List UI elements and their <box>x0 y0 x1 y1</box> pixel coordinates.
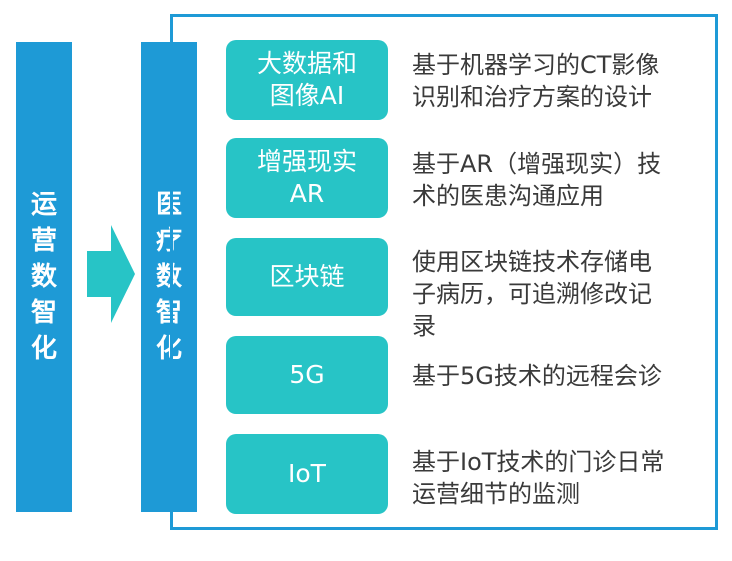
right-arrow-icon <box>87 225 135 323</box>
tech-box-blockchain: 区块链 <box>226 238 388 316</box>
tech-box-5g: 5G <box>226 336 388 414</box>
operations-digitalization-column: 运营数智化 <box>16 42 72 512</box>
tech-box-iot: IoT <box>226 434 388 514</box>
desc-5g: 基于5G技术的远程会诊 <box>412 362 662 390</box>
medical-digitalization-label: 医疗数智化 <box>155 190 182 364</box>
technology-frame <box>170 14 718 530</box>
desc-iot: 基于IoT技术的门诊日常 运营细节的监测 <box>412 448 665 508</box>
desc-blockchain: 使用区块链技术存储电 子病历，可追溯修改记 录 <box>412 248 652 340</box>
tech-box-ar: 增强现实 AR <box>226 138 388 218</box>
tech-box-bigdata-ai: 大数据和 图像AI <box>226 40 388 120</box>
operations-digitalization-label: 运营数智化 <box>30 190 57 364</box>
medical-digitalization-column: 医疗数智化 <box>141 42 197 512</box>
desc-ar: 基于AR（增强现实）技 术的医患沟通应用 <box>412 150 662 210</box>
desc-bigdata-ai: 基于机器学习的CT影像 识别和治疗方案的设计 <box>412 51 660 111</box>
